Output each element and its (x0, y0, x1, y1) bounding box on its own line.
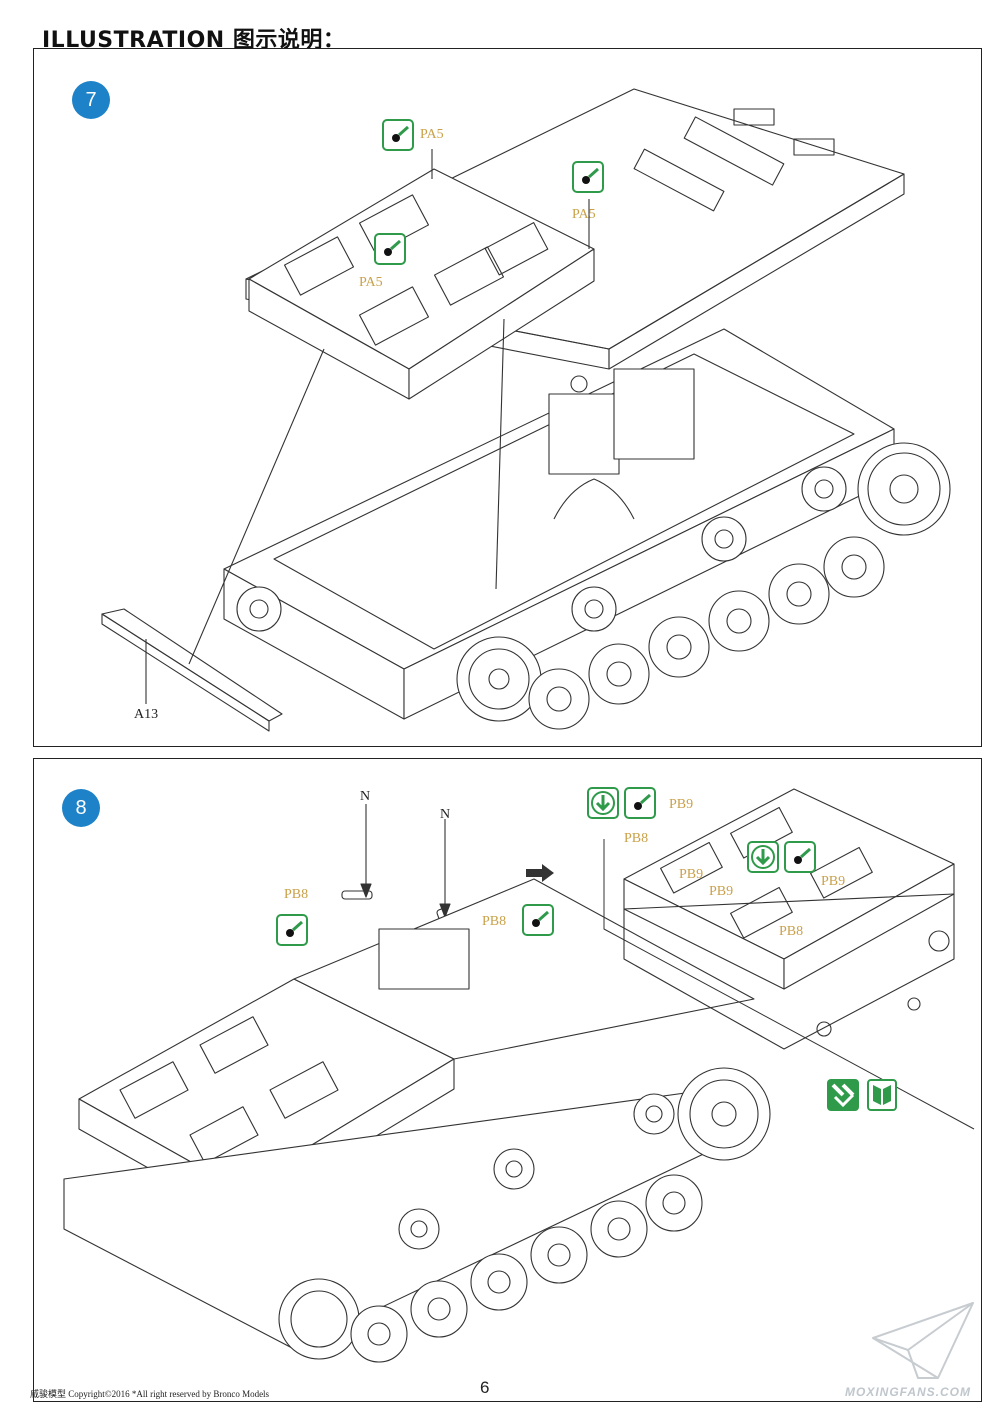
part-label-pb9: PB9 (709, 884, 734, 899)
part-label-a13: A13 (134, 707, 159, 722)
part-label-pb8: PB8 (482, 914, 507, 929)
part-label-n: N (360, 789, 371, 804)
press-down-icon (747, 841, 779, 873)
step-8-panel: 8 (33, 758, 982, 1402)
page-number: 6 (480, 1378, 490, 1397)
part-label-pb8: PB8 (284, 887, 309, 902)
copyright-footer: 威骏模型 Copyright©2016 *All right reserved … (30, 1389, 270, 1399)
part-label-pb9: PB9 (679, 867, 704, 882)
tank-hull-drawing-step-8 (63, 788, 975, 1363)
glue-icon (522, 904, 554, 936)
part-label-pa5: PA5 (572, 207, 596, 222)
press-down-icon (587, 787, 619, 819)
glue-icon (624, 787, 656, 819)
instruction-sheet-icon (867, 1079, 897, 1111)
assemble-done-icon (827, 1079, 859, 1111)
part-label-pa5: PA5 (359, 275, 383, 290)
tank-hull-drawing-step-7 (101, 88, 951, 732)
glue-icon (382, 119, 414, 151)
glue-icon (276, 914, 308, 946)
part-label-pa5: PA5 (420, 127, 444, 142)
part-label-pb8: PB8 (624, 831, 649, 846)
part-label-pb9: PB9 (821, 874, 846, 889)
glue-icon (572, 161, 604, 193)
glue-icon (784, 841, 816, 873)
part-label-pb9: PB9 (669, 797, 694, 812)
glue-icon (374, 233, 406, 265)
part-label-pb8: PB8 (779, 924, 804, 939)
watermark-text: MOXINGFANS.COM (845, 1385, 972, 1399)
step-number-badge: 7 (72, 81, 110, 119)
part-label-n: N (440, 807, 451, 822)
step-7-panel: 7 (33, 48, 982, 747)
arrow-right-icon (526, 864, 554, 882)
paper-plane-logo-icon (872, 1302, 974, 1379)
step-number-badge: 8 (62, 789, 100, 827)
